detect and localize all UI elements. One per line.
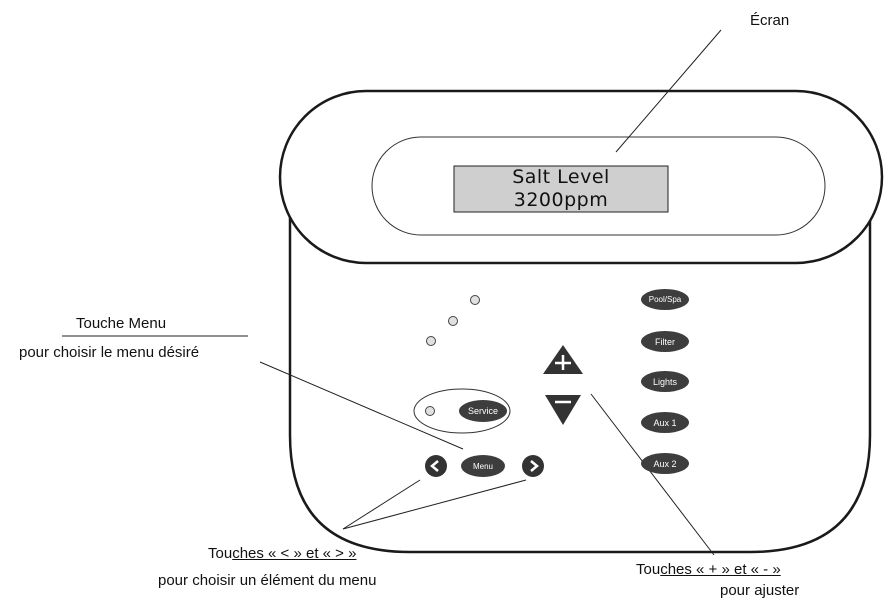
- label-touches-adj-underlined: ches « + » et: [660, 561, 751, 578]
- filter-button[interactable]: Filter: [641, 331, 689, 352]
- display-line-2: 3200ppm: [513, 189, 609, 211]
- leader-nav-left: [342, 479, 421, 530]
- minus-button[interactable]: [545, 395, 581, 425]
- leader-ecran: [615, 29, 722, 153]
- service-group-outline: [413, 388, 511, 434]
- service-button[interactable]: Service: [459, 400, 507, 422]
- leader-adjust: [590, 393, 715, 556]
- label-touche-menu-desc: pour choisir le menu désiré: [19, 344, 200, 361]
- aux2-button[interactable]: Aux 2: [641, 453, 689, 474]
- service-led: [425, 406, 435, 416]
- leader-menu: [259, 361, 464, 450]
- leader-nav-right: [342, 479, 527, 530]
- status-led-3: [426, 336, 436, 346]
- plus-button[interactable]: [543, 345, 583, 375]
- label-touches-adj-prefix: Tou: [636, 561, 661, 578]
- label-touches-nav: Touches « < » et « > »: [208, 545, 356, 562]
- label-touches-adj: Touches « + » et « - »: [636, 561, 781, 578]
- right-arrow-button[interactable]: [522, 455, 544, 477]
- label-touches-nav-prefix: Tou: [208, 545, 233, 562]
- display-line-1: Salt Level: [512, 166, 610, 188]
- status-led-1: [470, 295, 480, 305]
- status-led-2: [448, 316, 458, 326]
- label-touches-nav-underlined: ches « < » et « > »: [232, 545, 357, 562]
- label-ecran: Écran: [750, 12, 790, 29]
- label-touches-adj-suffix: « - »: [750, 561, 781, 578]
- menu-button[interactable]: Menu: [461, 455, 505, 477]
- pool-spa-button[interactable]: Pool/Spa: [641, 289, 689, 310]
- minus-triangle-icon: [545, 395, 581, 425]
- chevron-left-icon: [430, 460, 439, 472]
- lcd-screen: [453, 165, 669, 213]
- label-touches-adj-desc: pour ajuster: [720, 582, 800, 599]
- lights-button[interactable]: Lights: [641, 371, 689, 392]
- label-touches-nav-desc: pour choisir un élément du menu: [158, 572, 377, 589]
- left-arrow-button[interactable]: [425, 455, 447, 477]
- label-touche-menu: Touche Menu: [76, 315, 167, 332]
- aux1-button[interactable]: Aux 1: [641, 412, 689, 433]
- chevron-right-icon: [530, 460, 539, 472]
